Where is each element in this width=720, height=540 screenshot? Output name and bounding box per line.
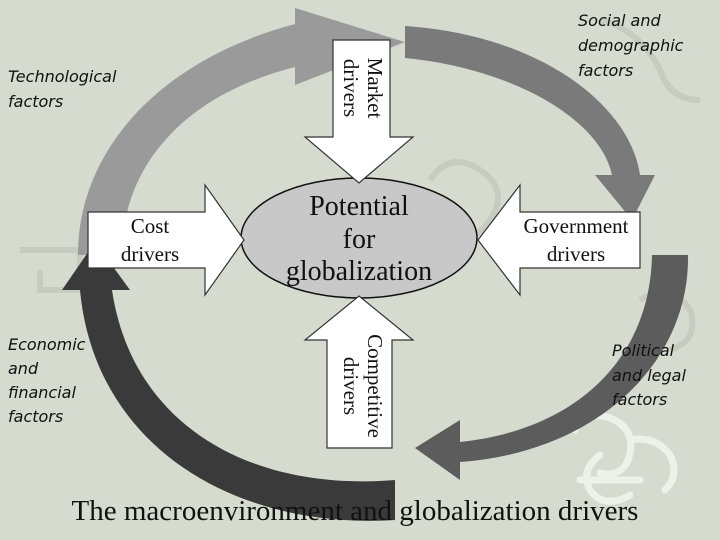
competitive-drivers-arrow [303,295,415,449]
market-drivers-arrow [303,39,415,184]
ring-arrow-bottom-right [415,255,689,480]
political-factors-line3: factors [612,390,667,409]
dragon-emblem [571,412,678,505]
cost-drivers-line2: drivers [121,242,179,266]
competitive-drivers-label: Competitive drivers [339,334,387,438]
ring-arrow-left [62,242,395,521]
market-drivers-label: Market drivers [339,58,387,119]
social-factors-line2: demographic [578,36,684,55]
technological-factors-line2: factors [8,92,63,111]
market-drivers-line1: Market [363,58,387,119]
social-factors-line3: factors [578,61,633,80]
government-drivers-line1: Government [524,214,629,238]
competitive-drivers-line1: Competitive [363,334,387,438]
cost-drivers-line1: Cost [131,214,170,238]
diagram-caption: The macroenvironment and globalization d… [72,495,639,527]
center-label-line3: globalization [286,256,432,287]
ring-arrow-top [78,8,405,255]
social-factors-line1: Social and [578,11,661,30]
government-drivers-line2: drivers [547,242,605,266]
center-label-line1: Potential [309,191,409,222]
competitive-drivers-line2: drivers [339,357,363,415]
government-drivers-arrow [477,183,641,297]
political-factors-line2: and legal [612,366,686,385]
ring-arrow-right [405,26,655,220]
economic-factors-line3: financial [8,383,76,402]
economic-factors-line4: factors [8,407,63,426]
market-drivers-line2: drivers [339,59,363,117]
economic-factors-line1: Economic [8,335,86,354]
technological-factors-line1: Technological [8,67,117,86]
cost-drivers-arrow [87,183,245,297]
economic-factors-line2: and [8,359,39,378]
political-factors-line1: Political [612,341,675,360]
center-label-line2: for [343,224,376,255]
